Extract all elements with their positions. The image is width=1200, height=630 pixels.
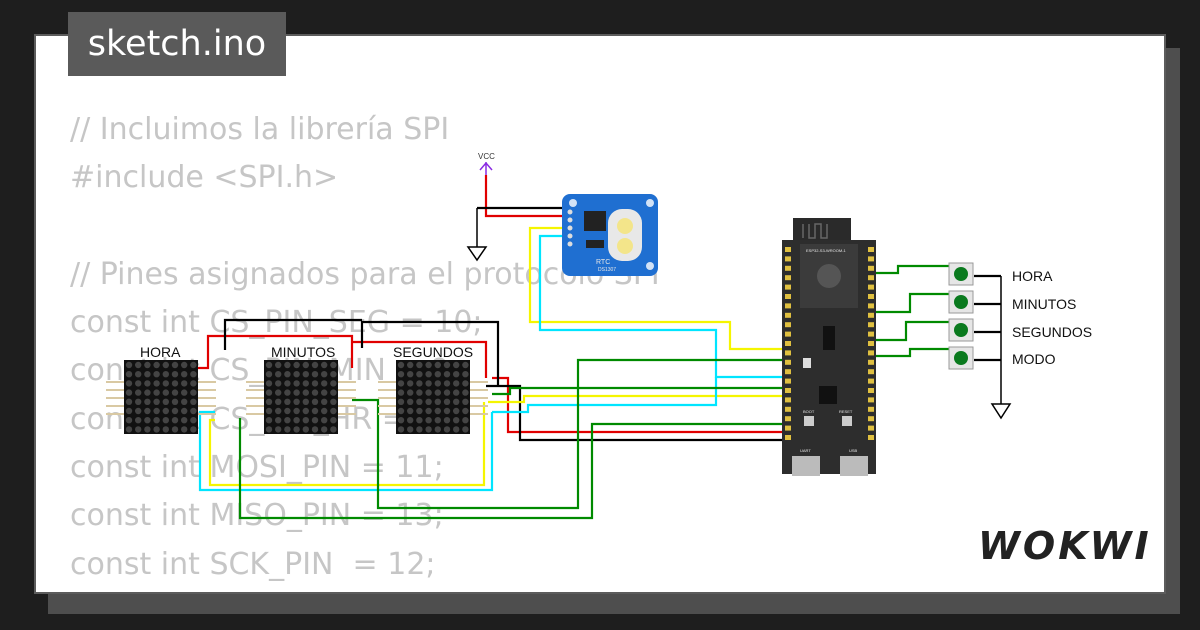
push-buttons [948, 262, 974, 370]
matrix-label-minutos: MINUTOS [271, 344, 335, 360]
wire-button-green-2 [870, 292, 952, 314]
button-label-modo: MODO [1012, 351, 1056, 367]
matrix-minutos[interactable] [246, 360, 356, 434]
matrix-label-segundos: SEGUNDOS [393, 344, 473, 360]
usb-label: USB [849, 448, 858, 453]
wire-rtc-cyan [538, 234, 790, 379]
esp-pin-headers [785, 247, 874, 440]
wire-vcc-red [484, 175, 567, 218]
wire-matrix-green-1 [352, 358, 790, 510]
matrix-segundos[interactable] [378, 360, 488, 434]
uart-label: UART [800, 448, 811, 453]
button-label-segundos: SEGUNDOS [1012, 324, 1092, 340]
rtc-label: RTC [596, 259, 610, 266]
wire-matrix-cyan [198, 377, 718, 492]
reset-label: RESET [839, 409, 853, 414]
rtc-module[interactable]: RTC DS1307 [562, 194, 658, 276]
push-button-4[interactable] [948, 346, 974, 370]
esp-module-label: ESP32-S3-WROOM-1 [806, 248, 847, 253]
wokwi-logo: WOKWI [978, 524, 1152, 568]
esp32-board[interactable]: ESP32-S3-WROOM-1 BOOT RESET UART USB [782, 218, 876, 476]
diagram-card: // Incluimos la librería SPI #include <S… [34, 34, 1166, 594]
wire-matrix-yellow [208, 394, 790, 487]
wire-matrix-green-2 [238, 418, 790, 520]
wire-button-green-3 [870, 320, 952, 342]
sketch-title-badge: sketch.ino [68, 12, 286, 76]
wire-matrix-green-3 [492, 386, 790, 396]
gnd-symbol-right [990, 276, 1012, 420]
matrix-label-hora: HORA [140, 344, 181, 360]
button-label-minutos: MINUTOS [1012, 296, 1076, 312]
push-button-1[interactable] [948, 262, 974, 286]
rtc-chip-label: DS1307 [598, 267, 616, 273]
led-matrices [106, 360, 488, 434]
matrix-hora[interactable] [106, 360, 216, 434]
push-button-3[interactable] [948, 318, 974, 342]
button-label-hora: HORA [1012, 268, 1053, 284]
wire-button-green-4 [870, 347, 952, 358]
wire-rtc-yellow [528, 226, 790, 351]
push-button-2[interactable] [948, 290, 974, 314]
wire-button-gnd [974, 274, 1001, 362]
vcc-symbol [479, 161, 493, 175]
vcc-label: VCC [478, 152, 495, 161]
gnd-symbol [466, 208, 488, 262]
wire-button-green-1 [870, 264, 952, 275]
boot-label: BOOT [803, 409, 815, 414]
